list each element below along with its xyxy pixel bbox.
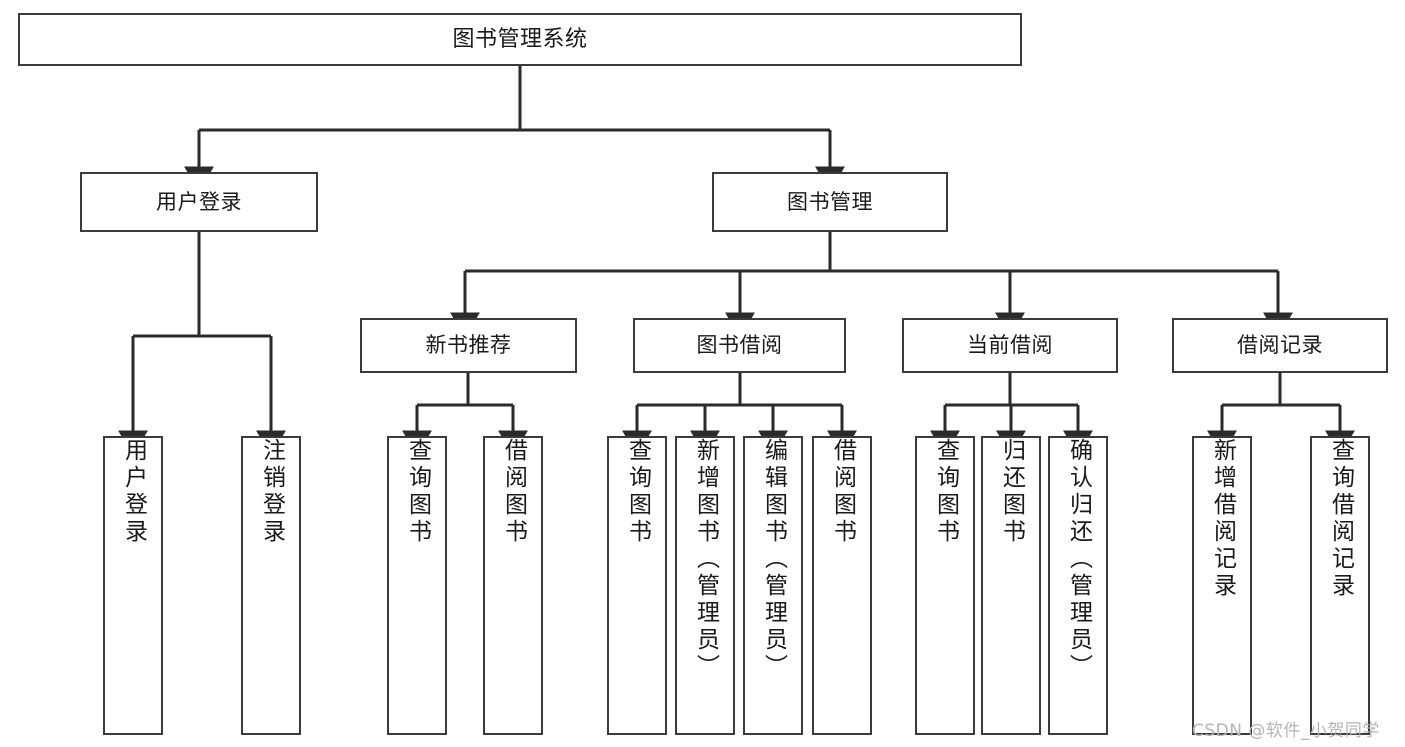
node-label-leaf-user-login: 用户登录 bbox=[120, 438, 147, 546]
node-book-borrow[interactable]: 图书借阅 bbox=[633, 318, 846, 373]
node-current-borrow[interactable]: 当前借阅 bbox=[902, 318, 1118, 373]
node-leaf-user-logout[interactable]: 注销登录 bbox=[241, 436, 301, 735]
node-label-leaf-bb-edit: 编辑图书（管理员） bbox=[760, 438, 787, 681]
node-label-leaf-bb-query: 查询图书 bbox=[624, 438, 651, 546]
node-leaf-bb-query[interactable]: 查询图书 bbox=[607, 436, 667, 735]
node-leaf-bb-edit[interactable]: 编辑图书（管理员） bbox=[743, 436, 803, 735]
node-leaf-cb-query[interactable]: 查询图书 bbox=[915, 436, 975, 735]
node-label-leaf-bb-borrow: 借阅图书 bbox=[829, 438, 856, 546]
node-label-leaf-bb-add: 新增图书（管理员） bbox=[692, 438, 719, 681]
node-root[interactable]: 图书管理系统 bbox=[18, 13, 1022, 66]
node-label-leaf-cb-confirm: 确认归还（管理员） bbox=[1065, 438, 1092, 681]
node-leaf-cb-confirm[interactable]: 确认归还（管理员） bbox=[1048, 436, 1108, 735]
node-label-leaf-cb-query: 查询图书 bbox=[932, 438, 959, 546]
node-label-leaf-br-add: 新增借阅记录 bbox=[1209, 438, 1236, 600]
node-new-book-rec[interactable]: 新书推荐 bbox=[360, 318, 577, 373]
node-label-current-borrow: 当前借阅 bbox=[967, 333, 1053, 358]
node-label-root: 图书管理系统 bbox=[452, 26, 588, 52]
node-label-leaf-cb-return: 归还图书 bbox=[998, 438, 1025, 546]
node-label-leaf-rec-query: 查询图书 bbox=[404, 438, 431, 546]
node-label-user-login: 用户登录 bbox=[156, 189, 242, 214]
node-label-borrow-record: 借阅记录 bbox=[1237, 333, 1323, 358]
connector-paths bbox=[118, 66, 1355, 456]
node-leaf-bb-borrow[interactable]: 借阅图书 bbox=[812, 436, 872, 735]
node-leaf-br-add[interactable]: 新增借阅记录 bbox=[1192, 436, 1252, 735]
node-label-leaf-br-query: 查询借阅记录 bbox=[1327, 438, 1354, 600]
node-label-leaf-rec-borrow: 借阅图书 bbox=[500, 438, 527, 546]
node-label-new-book-rec: 新书推荐 bbox=[425, 333, 512, 358]
node-label-book-borrow: 图书借阅 bbox=[696, 333, 783, 358]
node-label-leaf-user-logout: 注销登录 bbox=[258, 438, 285, 546]
node-borrow-record[interactable]: 借阅记录 bbox=[1172, 318, 1388, 373]
node-label-book-manage: 图书管理 bbox=[787, 189, 873, 214]
watermark-label: CSDN @软件_小贺同学 bbox=[1192, 721, 1380, 741]
node-book-manage[interactable]: 图书管理 bbox=[712, 172, 948, 232]
node-leaf-rec-borrow[interactable]: 借阅图书 bbox=[483, 436, 543, 735]
node-leaf-bb-add[interactable]: 新增图书（管理员） bbox=[675, 436, 735, 735]
node-leaf-cb-return[interactable]: 归还图书 bbox=[981, 436, 1041, 735]
node-leaf-rec-query[interactable]: 查询图书 bbox=[387, 436, 447, 735]
node-leaf-br-query[interactable]: 查询借阅记录 bbox=[1310, 436, 1370, 735]
node-leaf-user-login[interactable]: 用户登录 bbox=[103, 436, 163, 735]
node-user-login[interactable]: 用户登录 bbox=[80, 172, 318, 232]
